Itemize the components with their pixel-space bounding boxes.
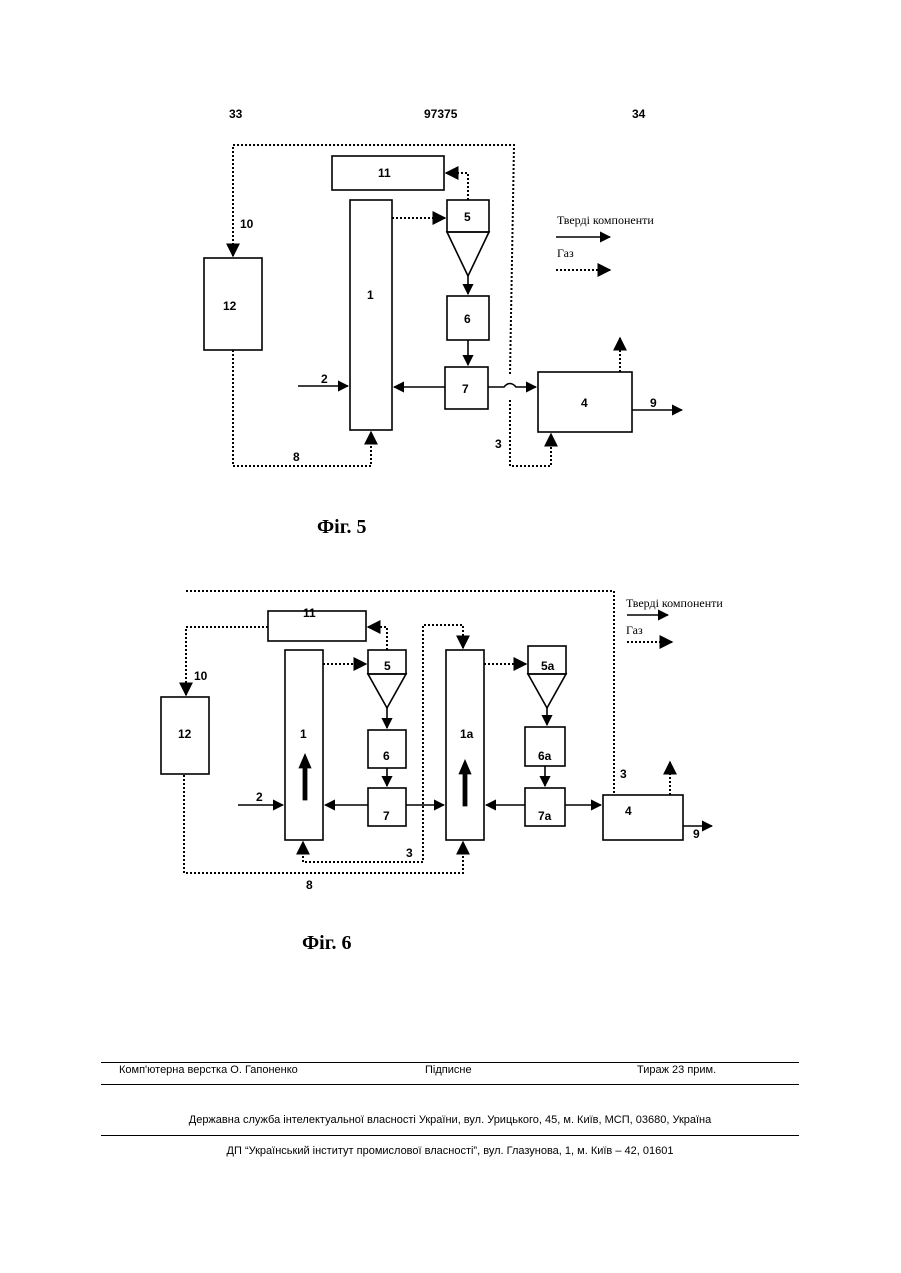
- fig6-label-9: 9: [693, 827, 700, 841]
- footer-rule-middle: [101, 1084, 799, 1085]
- footer-signed: Підписне: [425, 1064, 472, 1076]
- fig6-cyclone-cone: [368, 674, 406, 708]
- fig6-label-3a: 3: [406, 846, 413, 860]
- fig6-upflow-arrow-1: [299, 754, 311, 800]
- footer-circulation: Тираж 23 прим.: [637, 1064, 716, 1076]
- fig6-block-4: [603, 795, 683, 840]
- fig6-label-4: 4: [625, 804, 632, 818]
- footer-office: Державна служба інтелектуальної власност…: [101, 1114, 799, 1126]
- fig6-label-1: 1: [300, 727, 307, 741]
- fig6-label-7: 7: [383, 809, 390, 823]
- fig6-label-10: 10: [194, 669, 208, 683]
- fig6-label-5a: 5а: [541, 659, 555, 673]
- fig6-gas-5-11: [368, 627, 387, 650]
- fig6-label-6: 6: [383, 749, 390, 763]
- fig6-label-11: 11: [303, 606, 316, 620]
- fig6-label-7a: 7а: [538, 809, 552, 823]
- fig6-legend-solid: Тверді компоненти: [626, 596, 723, 610]
- fig6-label-8: 8: [306, 878, 313, 892]
- fig6-gas-11-12: [186, 627, 268, 695]
- fig6-block-11: [268, 611, 366, 641]
- fig6-label-2: 2: [256, 790, 263, 804]
- fig6-label-1a: 1а: [460, 727, 474, 741]
- fig6-label-3b: 3: [620, 767, 627, 781]
- fig6-cyclone-cone-a: [528, 674, 566, 708]
- fig6-upflow-arrow-1a: [459, 760, 471, 806]
- footer-rule-top: [101, 1062, 799, 1063]
- footer-institute: ДП “Український інститут промислової вла…: [101, 1145, 799, 1157]
- fig6-legend-gas: Газ: [626, 623, 643, 637]
- fig6-label-5: 5: [384, 659, 391, 673]
- footer-rule-bottom: [101, 1135, 799, 1136]
- figure-6-caption: Фіг. 6: [302, 932, 352, 955]
- figure-6-diagram: 11 12 1 5 6 7 1а 5а 6а 7а 4 2 3 3 8 9 10…: [0, 0, 901, 1000]
- fig6-block-1: [285, 650, 323, 840]
- footer-layout-credit: Комп'ютерна верстка О. Гапоненко: [119, 1064, 298, 1076]
- fig6-gas-10-loop: [186, 591, 614, 795]
- fig6-label-12: 12: [178, 727, 192, 741]
- fig6-gas-3-to-1: [303, 842, 423, 862]
- fig6-label-6a: 6а: [538, 749, 552, 763]
- fig6-block-1a: [446, 650, 484, 840]
- fig6-gas-3: [423, 625, 463, 860]
